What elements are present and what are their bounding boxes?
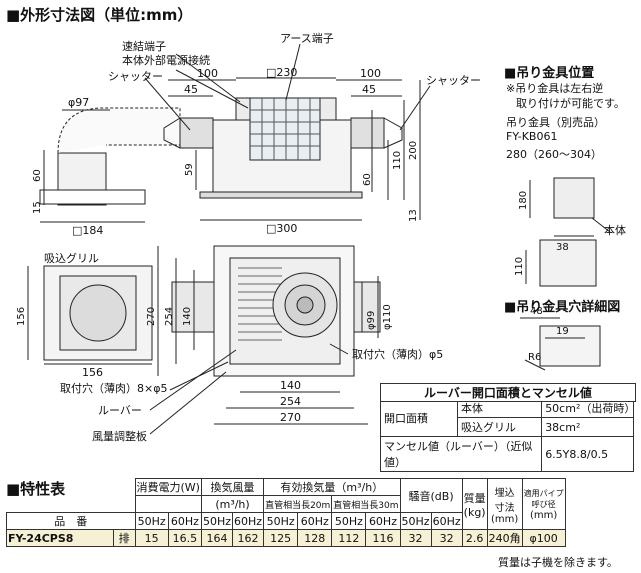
hz50-e20: 50Hz	[263, 512, 299, 530]
spec-h-weight: 質量(kg)	[461, 478, 488, 530]
louver-row1b-label: 吸込グリル	[456, 417, 543, 437]
spec-h-vent-unit: (m³/h)	[200, 495, 265, 513]
dim-254a: 254	[164, 307, 175, 326]
dim-180: 180	[518, 191, 529, 210]
dim-60a: 60	[32, 169, 43, 182]
label-body: 本体	[604, 223, 626, 237]
dim-97: φ97	[68, 96, 89, 109]
spec-h-pipe: 適用パイプ呼び径(mm)	[521, 478, 566, 530]
dim-156a: 156	[16, 307, 27, 326]
table-row: FY-24CPS8 排 15 16.5 164 162 125 128 112 …	[6, 529, 566, 547]
hz50-vent: 50Hz	[200, 512, 234, 530]
dim-270b: 270	[280, 411, 301, 424]
spec-e30-50: 112	[331, 529, 367, 547]
dimensions-title: ■外形寸法図（単位:mm）	[6, 6, 193, 24]
label-louver: ルーバー	[98, 404, 142, 417]
dim-19: 19	[556, 326, 569, 337]
louver-row2-head: マンセル値（ルーバー）（近似値）	[379, 436, 543, 472]
dim-254b: 254	[280, 395, 301, 408]
spec-v60: 162	[232, 529, 265, 547]
dim-45a: 45	[184, 83, 198, 96]
dim-48: 48	[530, 306, 543, 317]
dim-300: □300	[266, 222, 297, 235]
dim-R6: R6	[528, 352, 541, 363]
dim-100a: 100	[197, 67, 218, 80]
louver-row1-head: 開口面積	[380, 398, 458, 437]
dim-13: 13	[408, 209, 419, 222]
dim-270a: 270	[146, 307, 157, 326]
dim-99: φ99	[366, 311, 377, 330]
louver-row2-value: 6.5Y8.8/0.5	[541, 436, 634, 472]
label-earth-terminal: アース端子	[280, 32, 334, 45]
spec-e30-60: 116	[365, 529, 401, 547]
spec-n60: 32	[430, 529, 463, 547]
spec-v50: 164	[200, 529, 234, 547]
label-intake-grille: 吸込グリル	[44, 251, 99, 265]
spec-h-embed: 埋込寸法(mm)	[486, 478, 523, 530]
label-mount-hole-2: 取付穴（薄肉）8×φ5	[60, 381, 167, 395]
dimension-drawing: 100 45 □230 100 45 φ97 60 15 59 200 110 …	[16, 32, 626, 443]
hz50-noise: 50Hz	[399, 512, 432, 530]
dim-100b: 100	[360, 67, 381, 80]
hanger-range: 280（260～304）	[506, 148, 602, 161]
hanger-hole-title: ■吊り金具穴詳細図	[504, 300, 621, 315]
spec-weight: 2.6	[461, 529, 488, 547]
dim-200: 200	[408, 141, 419, 160]
spec-h-effective: 有効換気量（m³/h）	[263, 478, 401, 496]
label-shutter-left: シャッター	[108, 70, 163, 83]
dim-45b: 45	[362, 83, 376, 96]
hz60-vent: 60Hz	[232, 512, 265, 530]
dim-140a: 140	[182, 307, 193, 326]
dim-110b: φ110	[382, 304, 393, 330]
spec-model: FY-24CPS8	[6, 529, 114, 547]
spec-h-power: 消費電力(W)	[134, 478, 202, 496]
dim-140b: 140	[280, 379, 301, 392]
spec-h-vent: 換気風量	[200, 478, 265, 496]
spec-table: 消費電力(W) 換気風量 有効換気量（m³/h） 騒音(dB) 質量(kg) 埋…	[6, 478, 566, 547]
hanger-model: FY-KB061	[506, 130, 558, 143]
dim-59: 59	[184, 163, 195, 176]
spec-h-model: 品 番	[6, 512, 136, 530]
louver-row1b-value: 38cm²	[541, 417, 634, 437]
spec-p50: 15	[134, 529, 169, 547]
spec-type: 排	[112, 529, 136, 547]
hz60-power: 60Hz	[167, 512, 202, 530]
spec-h-duct30: 直管相当長30m	[331, 495, 401, 513]
spec-e20-50: 125	[263, 529, 299, 547]
spec-n50: 32	[399, 529, 432, 547]
hanger-note-2: 取り付けが可能です。	[516, 97, 625, 110]
hz50-e30: 50Hz	[331, 512, 367, 530]
label-airflow-plate: 風量調整板	[92, 429, 147, 443]
dim-15a: 15	[32, 201, 43, 214]
spec-p60: 16.5	[167, 529, 202, 547]
dim-184: □184	[72, 224, 103, 237]
hz50-power: 50Hz	[134, 512, 169, 530]
spec-e20-60: 128	[297, 529, 333, 547]
hz60-noise: 60Hz	[430, 512, 463, 530]
spec-embed: 240角	[486, 529, 523, 547]
spec-h-noise: 騒音(dB)	[399, 478, 463, 513]
spec-h-duct20: 直管相当長20m	[263, 495, 333, 513]
hanger-optional: 吊り金具（別売品）	[506, 116, 605, 129]
dim-110a: 110	[392, 151, 403, 170]
weight-note: 質量は子機を除きます。	[498, 556, 618, 569]
hz60-e30: 60Hz	[365, 512, 401, 530]
dim-60b: 60	[362, 173, 373, 186]
label-shutter-right: シャッター	[426, 74, 481, 87]
louver-table-title: ルーバー開口面積とマンセル値	[380, 383, 636, 402]
hz60-e20: 60Hz	[297, 512, 333, 530]
spec-title: ■特性表	[6, 480, 66, 498]
dim-38: 38	[556, 242, 569, 253]
hanger-position-title: ■吊り金具位置	[504, 66, 595, 81]
label-mount-hole-1: 取付穴（薄肉）φ5	[352, 347, 443, 361]
hanger-note-1: ※吊り金具は左右逆	[506, 82, 604, 95]
dim-230: □230	[266, 66, 297, 79]
spec-pipe: φ100	[521, 529, 566, 547]
label-external-power: 本体外部電源接続	[122, 53, 210, 67]
dim-110c: 110	[514, 257, 525, 276]
dim-156b: 156	[82, 366, 103, 379]
louver-table: 開口面積 本体 50cm²（出荷時） 吸込グリル 38cm² マンセル値（ルーバ…	[379, 398, 635, 472]
label-quick-terminal: 速結端子	[122, 39, 166, 53]
